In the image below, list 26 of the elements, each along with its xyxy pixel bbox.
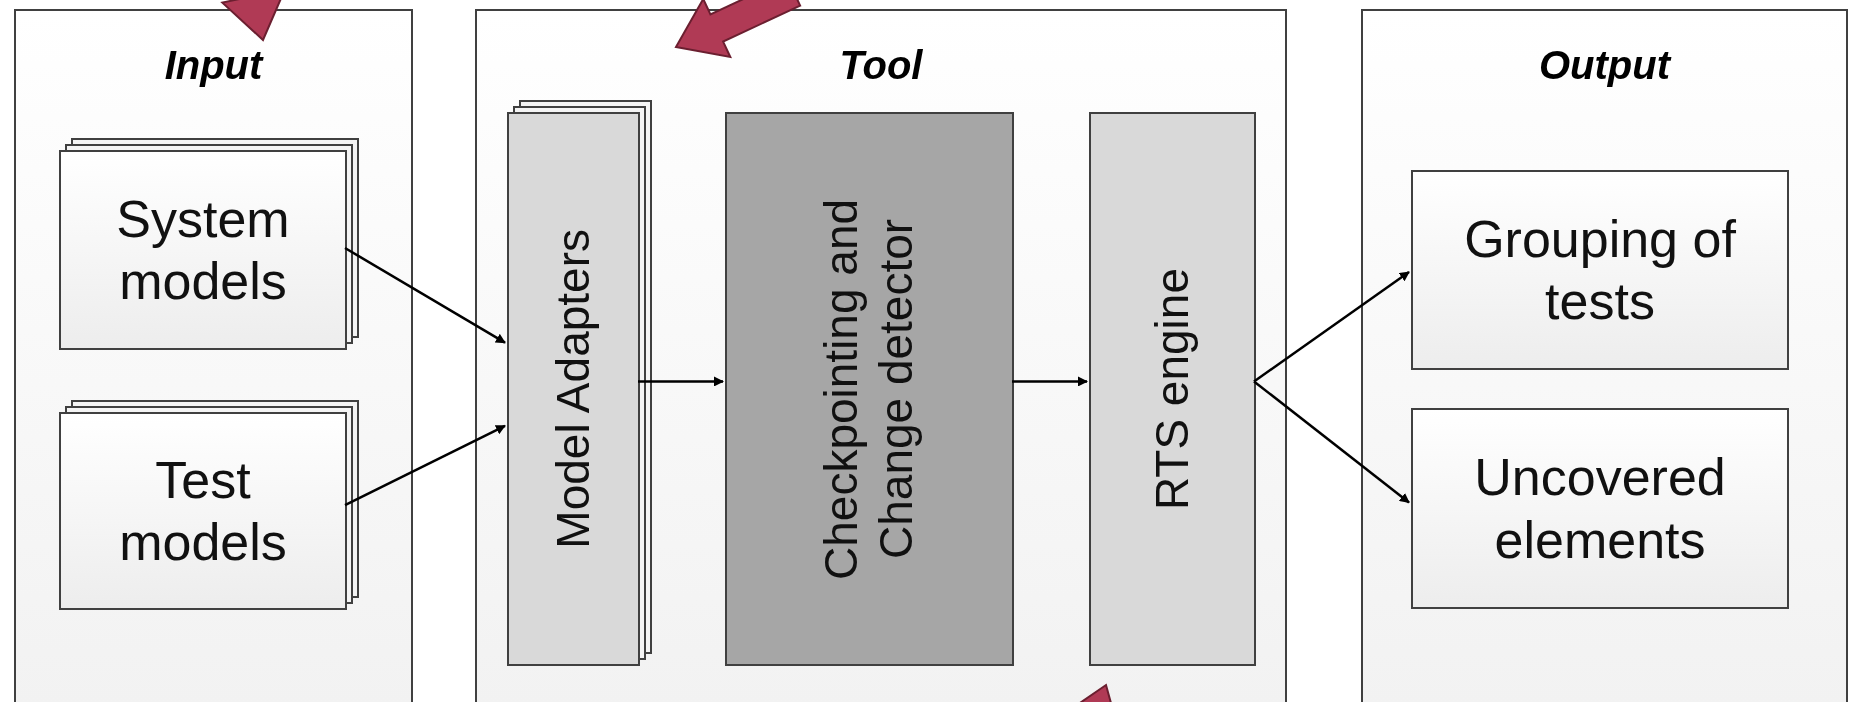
panel-title: Input xyxy=(163,45,265,85)
stacked-process-box xyxy=(507,112,640,666)
box-label: System models xyxy=(115,188,291,312)
group-panel xyxy=(1361,9,1848,702)
arrow xyxy=(1253,270,1410,383)
box-label: Uncovered elements xyxy=(1473,447,1727,571)
stacked-document-box xyxy=(59,412,347,610)
box-label: Checkpointing and Change detector xyxy=(814,197,924,582)
process-box xyxy=(1089,112,1256,666)
stacked-document-box xyxy=(59,150,347,350)
output-box xyxy=(1411,170,1789,370)
group-panel xyxy=(475,9,1287,702)
process-box xyxy=(725,112,1014,666)
output-box xyxy=(1411,408,1789,609)
box-label: RTS engine xyxy=(1144,267,1199,511)
box-label: Model Adapters xyxy=(545,229,600,549)
panel-title: Tool xyxy=(838,45,924,85)
arrow xyxy=(344,246,506,344)
arrow xyxy=(1253,380,1410,504)
arrow xyxy=(638,376,724,387)
arrow xyxy=(1012,376,1088,387)
group-panel xyxy=(14,9,413,702)
box-label: Grouping of tests xyxy=(1463,208,1737,332)
panel-title: Output xyxy=(1537,45,1673,85)
arrow xyxy=(344,424,506,507)
box-label: Test models xyxy=(118,449,288,573)
